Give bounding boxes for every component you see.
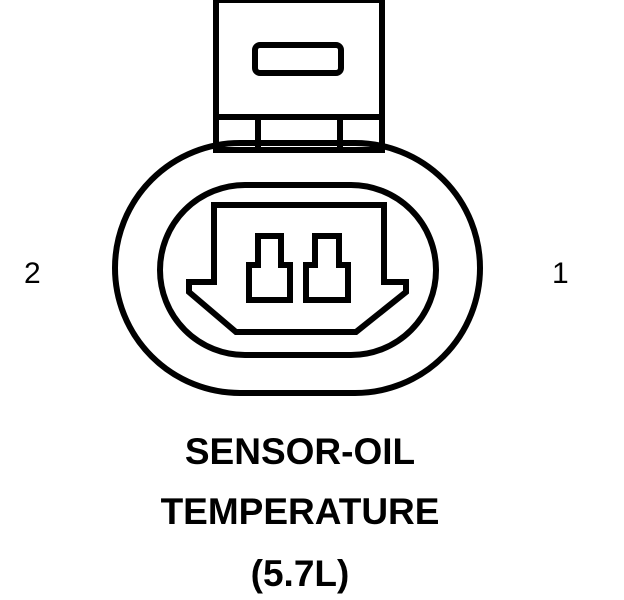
connector-latch	[213, 0, 385, 153]
latch-slot-icon	[252, 42, 344, 76]
caption-line-3: (5.7L)	[250, 553, 350, 594]
connector-outer-body	[112, 140, 483, 396]
connector-inner-body	[157, 182, 439, 358]
connector-cavity-guide	[186, 202, 409, 335]
pin-label-2: 2	[24, 257, 41, 290]
pin-label-1: 1	[552, 257, 569, 290]
terminal-cavity-2-icon	[246, 233, 293, 303]
terminal-cavity-1-icon	[303, 233, 351, 303]
caption-line-2: TEMPERATURE	[160, 491, 440, 532]
caption-line-1: SENSOR-OIL	[184, 431, 416, 472]
